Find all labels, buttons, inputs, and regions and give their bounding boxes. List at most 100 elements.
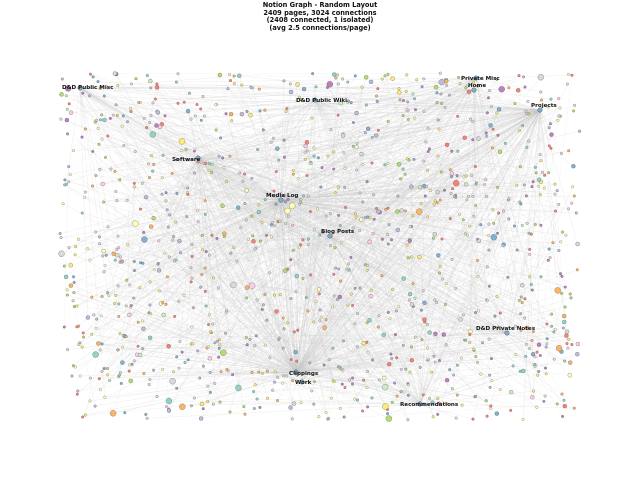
graph-edge (280, 199, 551, 258)
graph-node (494, 411, 499, 416)
graph-node (203, 289, 207, 293)
graph-node (178, 340, 182, 344)
graph-node (178, 138, 186, 145)
graph-edge (257, 149, 478, 363)
graph-edge (117, 115, 303, 383)
graph-node (149, 114, 153, 117)
graph-edge (293, 170, 508, 334)
graph-node (184, 147, 188, 151)
graph-edge (123, 77, 477, 146)
graph-node (530, 338, 534, 342)
graph-node (365, 321, 369, 325)
graph-edge (164, 115, 181, 342)
graph-node (503, 141, 507, 145)
graph-edge (103, 201, 277, 312)
graph-edge (283, 140, 521, 167)
graph-node (109, 167, 113, 171)
graph-node (103, 395, 107, 399)
graph-node (458, 212, 462, 216)
graph-edge (64, 99, 316, 267)
graph-edge (277, 109, 500, 149)
graph-edge (190, 172, 549, 268)
graph-node (148, 303, 152, 307)
graph-edge (129, 99, 316, 372)
graph-edge (475, 77, 523, 303)
graph-node (438, 264, 442, 268)
graph-node (265, 369, 269, 373)
graph-node (411, 92, 415, 96)
graph-edge (142, 345, 404, 349)
graph-node (547, 247, 551, 251)
graph-node (376, 209, 381, 214)
graph-edge (295, 211, 379, 373)
graph-node (351, 121, 355, 124)
graph-node (432, 202, 436, 206)
graph-node (451, 187, 455, 191)
graph-node (185, 158, 189, 162)
graph-edge (90, 74, 282, 201)
graph-edge (414, 98, 508, 334)
graph-edge (225, 333, 570, 376)
graph-node (331, 346, 335, 350)
graph-node (117, 315, 121, 318)
graph-node (532, 389, 536, 393)
graph-node (554, 209, 557, 213)
graph-node (372, 217, 376, 221)
graph-node (340, 133, 346, 138)
graph-edge (295, 210, 504, 373)
graph-node (539, 275, 543, 279)
graph-edge (402, 109, 541, 116)
graph-edge (295, 218, 509, 373)
graph-edge (539, 109, 562, 154)
graph-node (78, 374, 82, 378)
graph-edge (407, 110, 487, 137)
graph-node (410, 255, 414, 259)
graph-node (98, 167, 102, 171)
graph-node (176, 101, 180, 105)
graph-edge (92, 157, 199, 187)
graph-node (331, 150, 335, 154)
graph-edge (210, 347, 428, 373)
graph-node (312, 146, 316, 150)
graph-node (386, 242, 390, 246)
graph-edge (434, 79, 498, 201)
graph-edge (280, 163, 389, 201)
graph-edge (339, 296, 421, 405)
graph-node (560, 291, 564, 295)
graph-node (437, 127, 441, 131)
graph-edge (397, 109, 541, 197)
graph-node (175, 191, 179, 195)
graph-edge (239, 75, 341, 282)
graph-node (448, 168, 452, 172)
graph-edge (295, 318, 391, 373)
graph-node (536, 342, 542, 347)
graph-node (356, 398, 359, 402)
graph-edge (182, 256, 412, 407)
graph-node (165, 397, 173, 405)
graph-edge (73, 261, 122, 277)
graph-node (309, 162, 313, 166)
graph-edge (295, 239, 478, 373)
graph-edge (78, 239, 508, 334)
graph-edge (329, 235, 539, 372)
graph-node (91, 184, 94, 188)
graph-node (398, 98, 402, 102)
graph-node (206, 400, 210, 403)
graph-node (213, 341, 217, 345)
graph-edge (295, 115, 339, 373)
graph-edge (104, 386, 208, 398)
graph-edge (157, 112, 508, 334)
graph-node (485, 134, 489, 138)
graph-edge (158, 210, 556, 264)
graph-edge (78, 199, 282, 345)
graph-edge (197, 157, 327, 413)
graph-edge (228, 342, 483, 371)
graph-node (461, 218, 465, 222)
graph-edge (191, 265, 368, 328)
graph-node (368, 293, 373, 299)
graph-node (361, 409, 365, 413)
graph-edge (414, 298, 508, 334)
graph-edge (301, 381, 393, 403)
graph-node (190, 243, 194, 246)
graph-edge (246, 208, 569, 299)
